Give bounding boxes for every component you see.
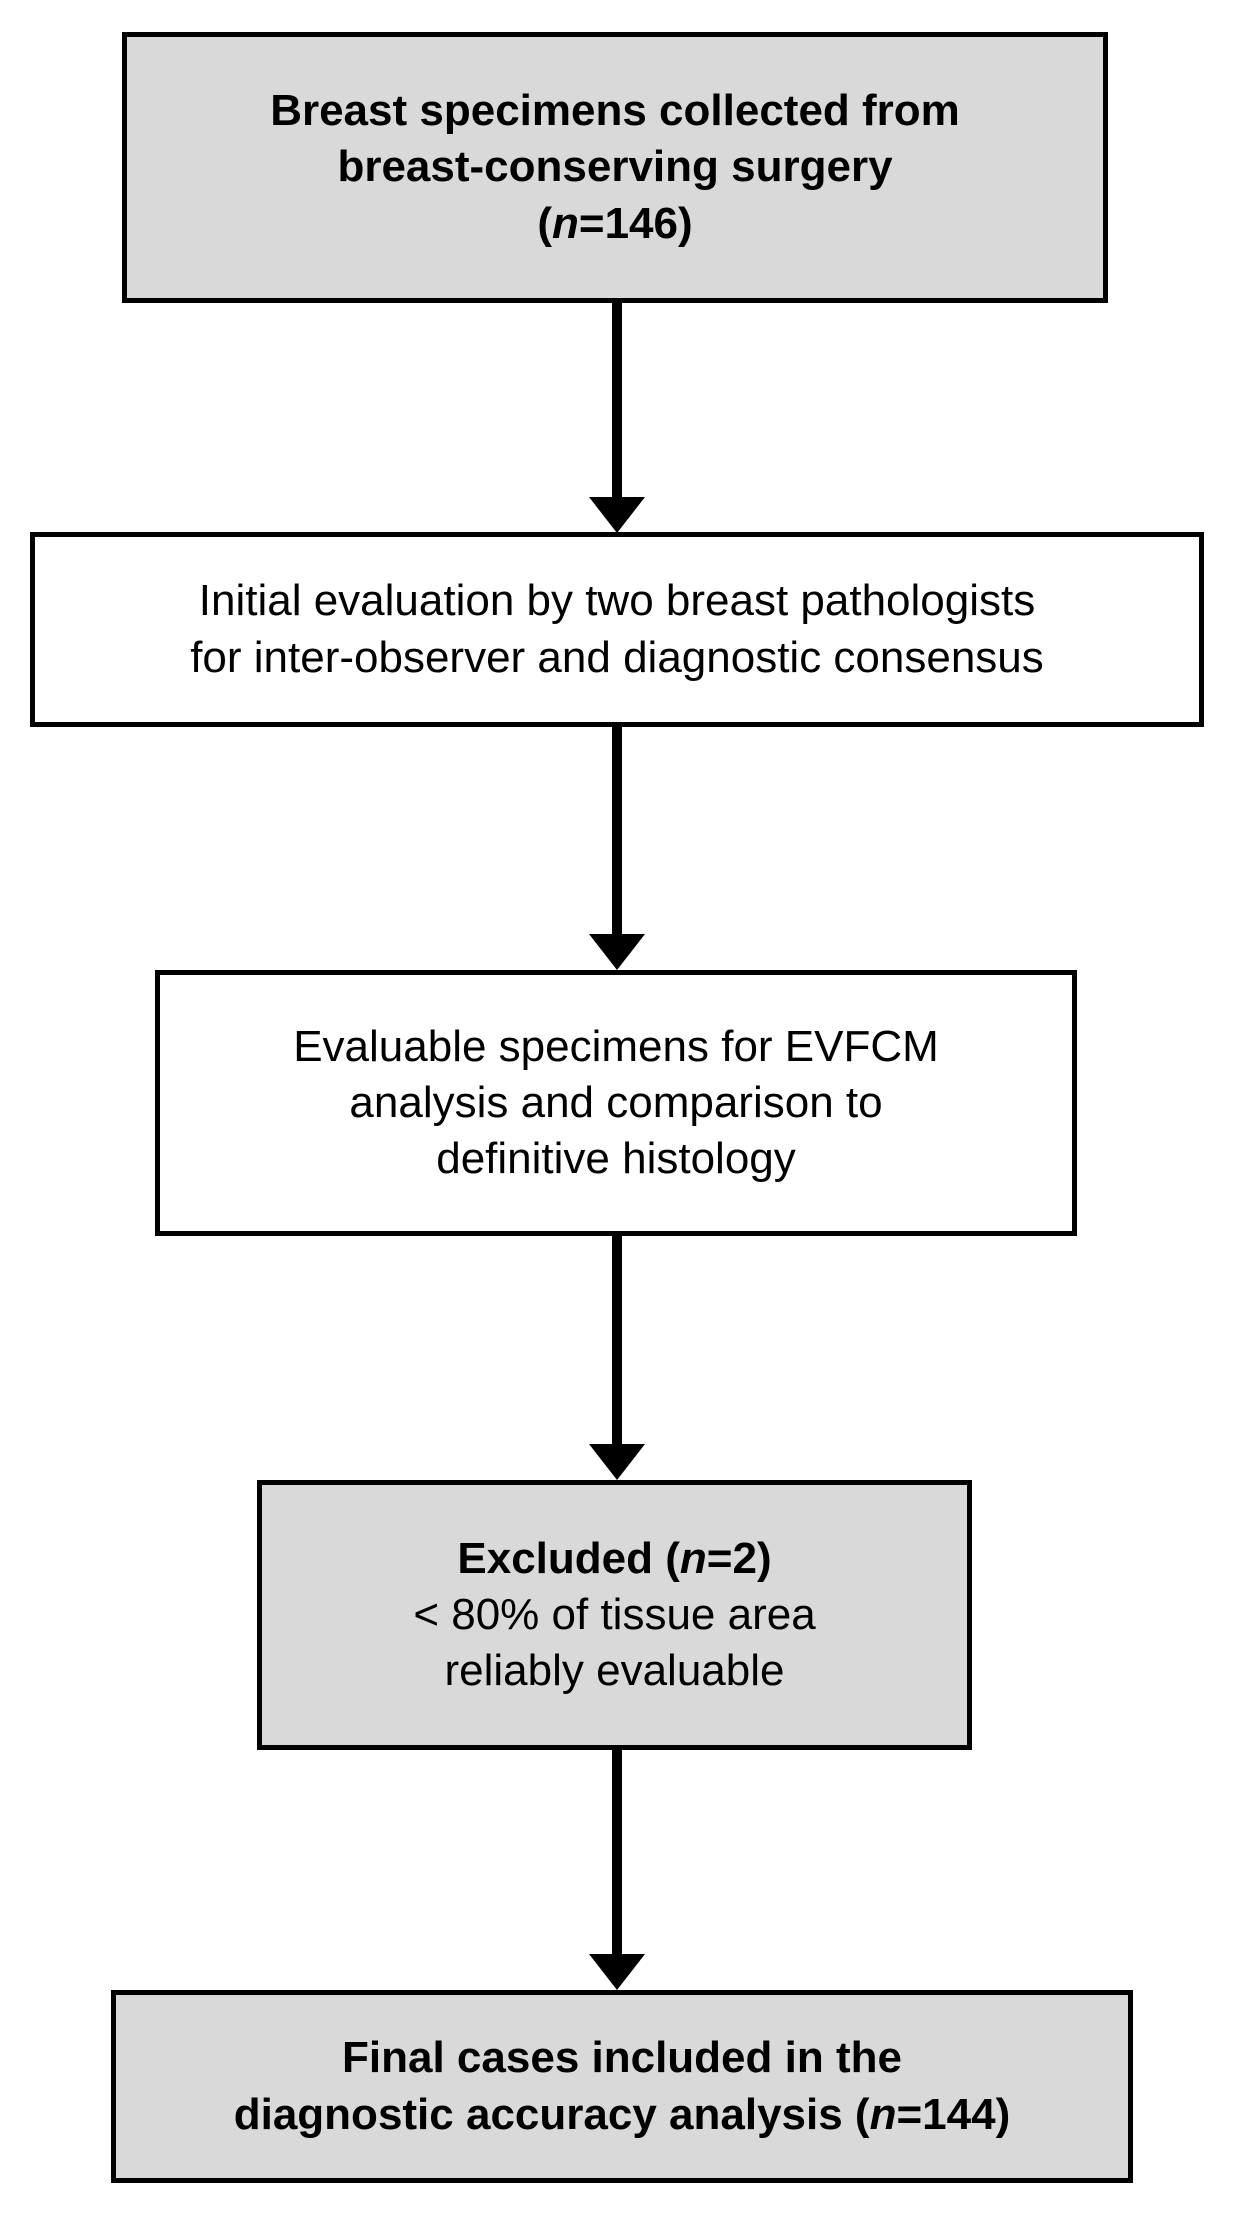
node-final-cases-included: Final cases included in the diagnostic a… xyxy=(111,1990,1133,2183)
node-line: Final cases included in the xyxy=(342,2033,902,2083)
node-excluded-specimens: Excluded (n=2) < 80% of tissue area reli… xyxy=(257,1480,972,1750)
n-value: =144) xyxy=(896,2089,1011,2139)
n-symbol: n xyxy=(869,2089,897,2139)
n-value: =2) xyxy=(706,1533,772,1583)
arrow-shaft-3 xyxy=(612,1236,622,1444)
node-line: Evaluable specimens for EVFCM xyxy=(293,1021,939,1071)
excluded-label: Excluded ( xyxy=(457,1533,680,1583)
node-line: definitive histology xyxy=(436,1134,796,1184)
arrow-head-1 xyxy=(589,497,645,533)
node-line-count: Excluded (n=2) xyxy=(457,1531,771,1587)
node-line: breast-conserving surgery xyxy=(337,142,893,192)
paren-open: ( xyxy=(537,198,552,248)
arrow-shaft-4 xyxy=(612,1750,622,1954)
node-line: Breast specimens collected from xyxy=(270,86,960,136)
arrow-head-3 xyxy=(589,1444,645,1480)
final-label: diagnostic accuracy analysis ( xyxy=(233,2089,870,2139)
node-line: for inter-observer and diagnostic consen… xyxy=(190,632,1044,682)
node-line: reliably evaluable xyxy=(444,1646,785,1696)
node-line-count: (n=146) xyxy=(537,196,692,252)
node-line: Initial evaluation by two breast patholo… xyxy=(198,576,1036,626)
n-value: =146) xyxy=(578,198,693,248)
node-line: analysis and comparison to xyxy=(349,1077,883,1127)
node-line: < 80% of tissue area xyxy=(413,1589,816,1639)
arrow-shaft-1 xyxy=(612,303,622,497)
n-symbol: n xyxy=(679,1533,707,1583)
arrow-head-2 xyxy=(589,934,645,970)
node-evaluable-specimens: Evaluable specimens for EVFCM analysis a… xyxy=(155,970,1077,1236)
arrow-head-4 xyxy=(589,1954,645,1990)
node-breast-specimens-collected: Breast specimens collected from breast-c… xyxy=(122,32,1108,303)
node-line-count: diagnostic accuracy analysis (n=144) xyxy=(234,2087,1011,2143)
arrow-shaft-2 xyxy=(612,727,622,934)
n-symbol: n xyxy=(552,198,579,248)
node-initial-evaluation: Initial evaluation by two breast patholo… xyxy=(30,532,1204,727)
